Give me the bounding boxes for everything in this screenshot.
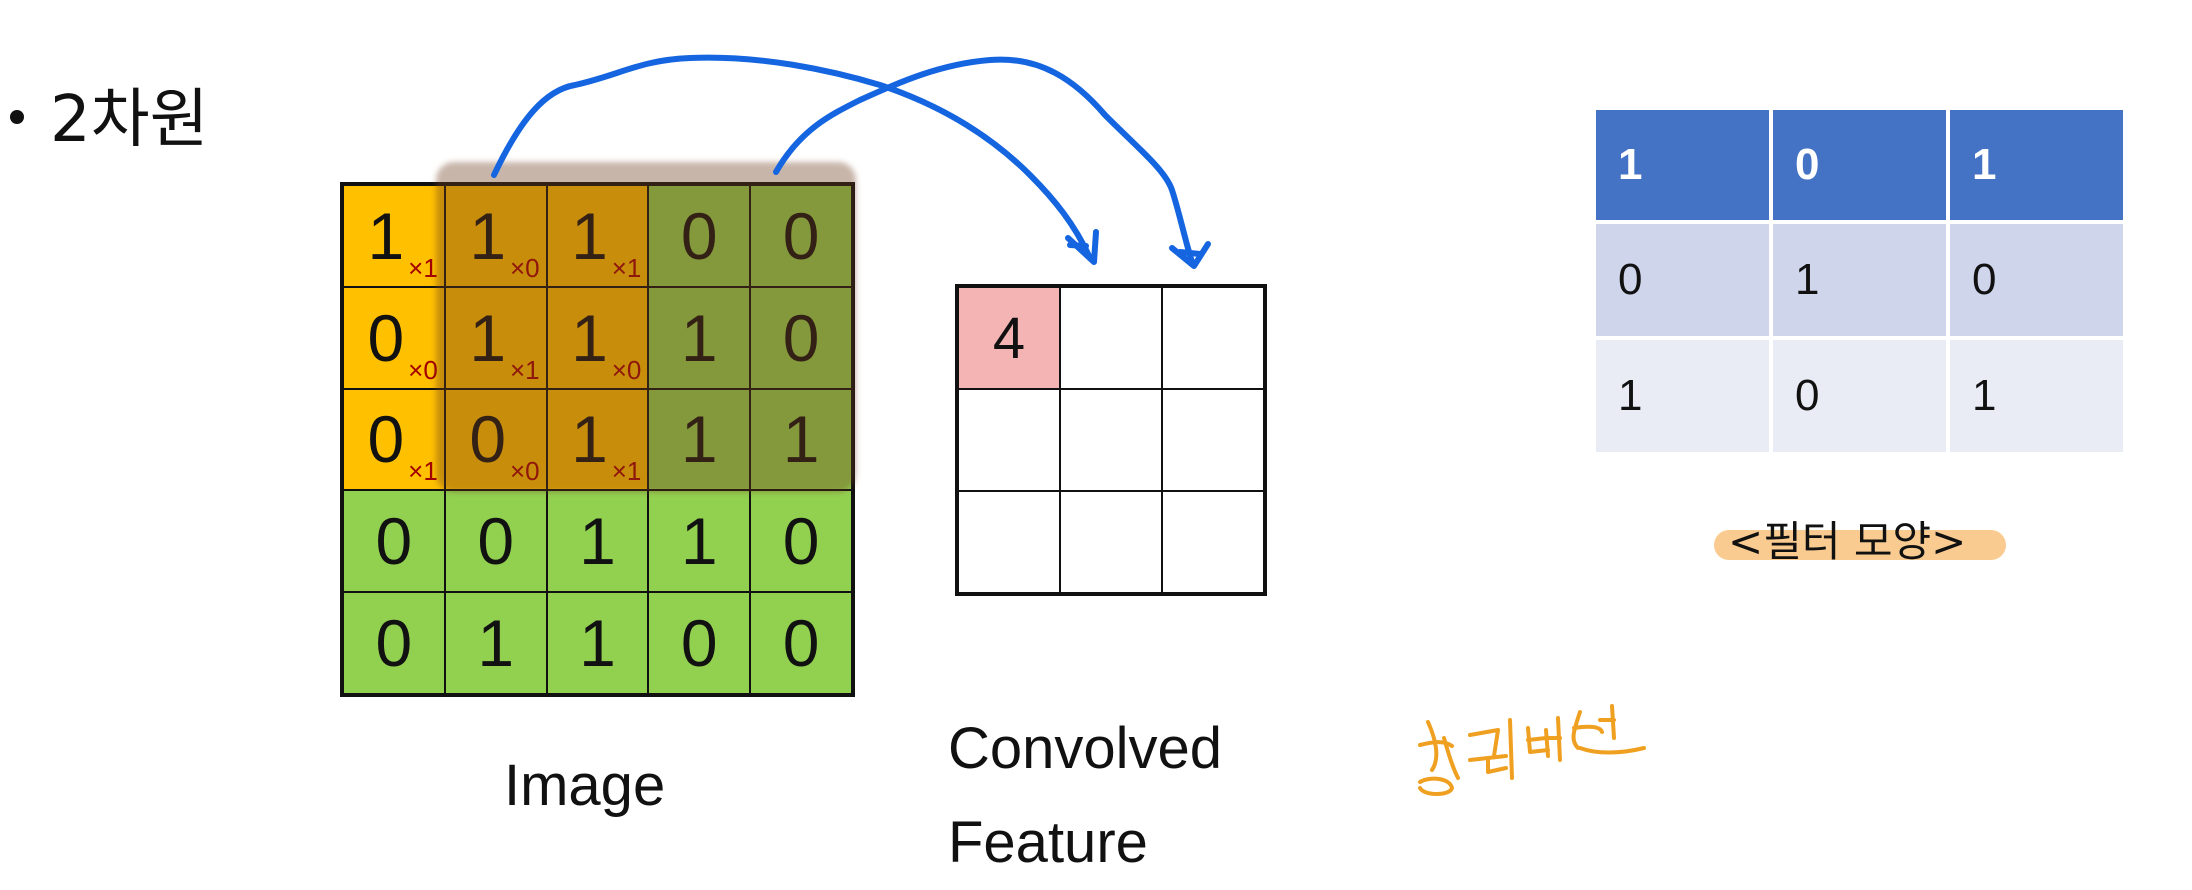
image-cell: 1 bbox=[648, 490, 751, 593]
filter-table: 1 0 1 0 1 0 1 0 1 bbox=[1592, 106, 2127, 456]
image-cell: 0 bbox=[648, 185, 751, 287]
image-cell: 0 bbox=[750, 185, 852, 287]
filter-row: 0 1 0 bbox=[1596, 224, 2123, 336]
image-cell: 1×1 bbox=[444, 286, 547, 389]
image-cell: 1×1 bbox=[343, 185, 445, 287]
filter-cell: 1 bbox=[1596, 110, 1769, 220]
handwritten-korean-note bbox=[1418, 704, 1646, 796]
image-cell: 1×0 bbox=[444, 185, 547, 287]
kernel-multiplier: ×1 bbox=[408, 456, 438, 487]
filter-cell: 1 bbox=[1596, 340, 1769, 452]
convolved-cell bbox=[1060, 389, 1162, 491]
filter-row: 1 0 1 bbox=[1596, 340, 2123, 452]
filter-cell: 0 bbox=[1596, 224, 1769, 336]
convolved-cell bbox=[1162, 491, 1264, 593]
convolved-cell bbox=[1060, 491, 1162, 593]
image-cell: 1 bbox=[648, 286, 751, 389]
kernel-multiplier: ×1 bbox=[408, 252, 438, 283]
convolved-cell bbox=[958, 491, 1060, 593]
image-caption: Image bbox=[504, 753, 666, 818]
image-cell: 1×0 bbox=[546, 286, 649, 389]
filter-caption: <필터 모양> bbox=[1728, 517, 1967, 566]
convolved-cell bbox=[958, 389, 1060, 491]
arrow-2-head-icon bbox=[1169, 241, 1211, 269]
image-cell: 0 bbox=[750, 286, 852, 389]
image-cell: 1×1 bbox=[546, 185, 649, 287]
kernel-multiplier: ×0 bbox=[509, 456, 540, 487]
convolved-cell bbox=[1162, 287, 1264, 389]
filter-cell: 0 bbox=[1950, 224, 2123, 336]
image-cell: 0 bbox=[343, 490, 445, 593]
filter-cell: 1 bbox=[1950, 340, 2123, 452]
bullet-text: 2차원 bbox=[50, 83, 209, 157]
kernel-multiplier: ×1 bbox=[611, 252, 642, 283]
convolved-grid: 4 bbox=[955, 284, 1267, 596]
filter-caption-highlight bbox=[1714, 530, 2006, 560]
image-cell: 0 bbox=[750, 490, 852, 593]
bullet-line: 2차원 bbox=[10, 88, 208, 152]
image-cell: 0 bbox=[750, 592, 852, 694]
convolved-caption: Convolved Feature bbox=[948, 702, 1222, 890]
image-cell: 0×1 bbox=[343, 388, 445, 491]
convolved-caption-line1: Convolved bbox=[948, 716, 1223, 781]
filter-cell: 0 bbox=[1773, 340, 1946, 452]
kernel-multiplier: ×0 bbox=[509, 252, 540, 283]
image-cell: 0 bbox=[343, 592, 445, 694]
image-cell: 1×1 bbox=[546, 388, 649, 491]
kernel-multiplier: ×1 bbox=[509, 354, 540, 385]
filter-cell: 0 bbox=[1773, 110, 1946, 220]
image-cell: 1 bbox=[546, 592, 649, 694]
arrow-1-curve-icon bbox=[491, 54, 1093, 261]
image-cell: 1 bbox=[648, 388, 751, 491]
image-cell: 0×0 bbox=[343, 286, 445, 389]
arrow-2-curve-icon bbox=[773, 56, 1195, 265]
kernel-multiplier: ×0 bbox=[611, 354, 642, 385]
convolved-cell bbox=[1162, 389, 1264, 491]
bullet-dot bbox=[10, 110, 24, 125]
image-cell: 1 bbox=[444, 592, 547, 694]
filter-header-row: 1 0 1 bbox=[1596, 110, 2123, 220]
image-cell: 0 bbox=[444, 490, 547, 593]
image-cell: 0×0 bbox=[444, 388, 547, 491]
image-cell: 1 bbox=[546, 490, 649, 593]
image-grid: 1×1 1×0 1×1 0 0 0×0 1×1 1×0 1 0 0×1 0×0 … bbox=[340, 182, 855, 697]
kernel-multiplier: ×1 bbox=[611, 456, 642, 487]
kernel-multiplier: ×0 bbox=[408, 354, 438, 385]
convolved-cell: 4 bbox=[958, 287, 1060, 389]
filter-cell: 1 bbox=[1950, 110, 2123, 220]
image-cell: 1 bbox=[750, 388, 852, 491]
arrow-1-head-icon bbox=[1065, 229, 1099, 265]
convolved-caption-line2: Feature bbox=[948, 810, 1148, 875]
image-cell: 0 bbox=[648, 592, 751, 694]
filter-cell: 1 bbox=[1773, 224, 1946, 336]
convolved-cell bbox=[1060, 287, 1162, 389]
